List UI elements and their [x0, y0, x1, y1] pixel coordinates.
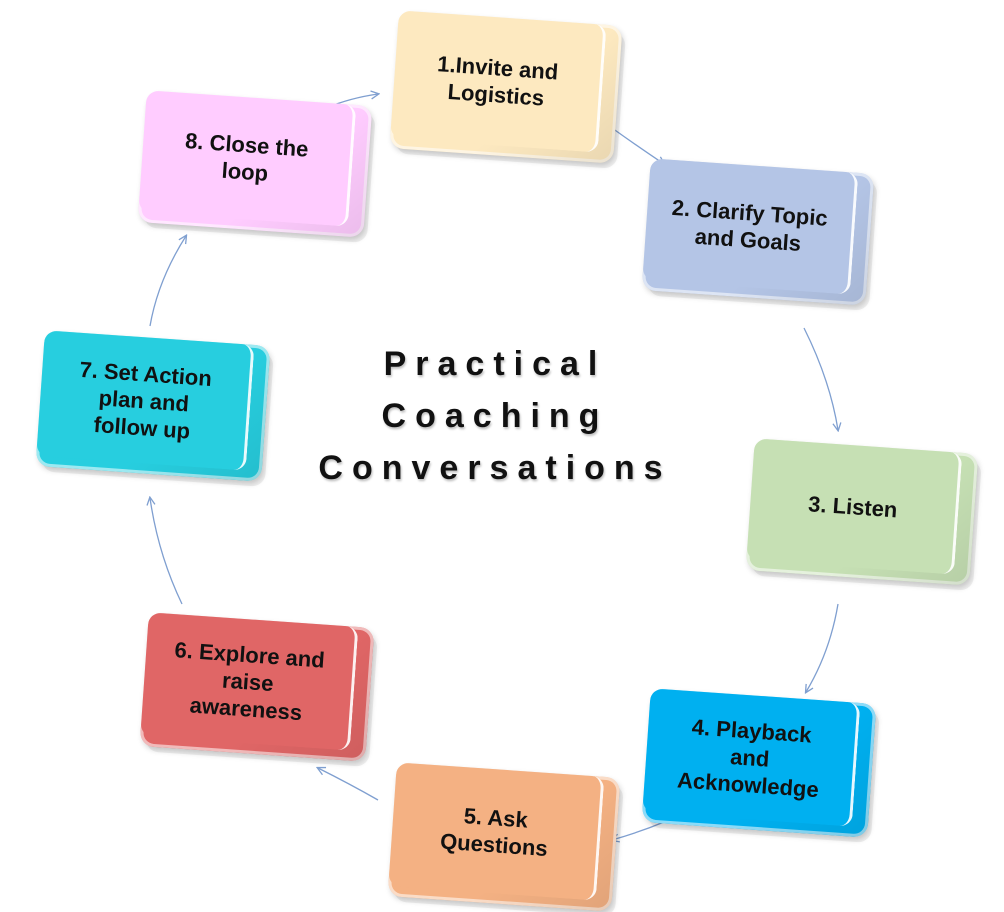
step-6-box: 6. Explore and raise awareness [139, 612, 375, 762]
arrow-step4-to-step5 [612, 821, 665, 840]
arrow-step3-to-step4 [806, 603, 839, 692]
step-4-label: 4. Playback and Acknowledge [676, 713, 820, 802]
arrow-step7-to-step8 [149, 236, 186, 327]
step-8-box: 8. Close the loop [137, 90, 373, 238]
step-4-box: 4. Playback and Acknowledge [641, 688, 877, 838]
title-line-1: Practical [383, 345, 607, 383]
step-7-box-face: 7. Set Action plan and follow up [36, 330, 255, 471]
arrow-step5-to-step6 [318, 768, 379, 801]
step-5-label: 5. Ask Questions [439, 803, 549, 862]
step-3-box: 3. Listen [745, 438, 979, 586]
title-line-3: Conversations [318, 449, 672, 487]
step-2-box: 2. Clarify Topic and Goals [641, 158, 875, 306]
step-6-box-face: 6. Explore and raise awareness [140, 612, 359, 751]
step-5-box: 5. Ask Questions [387, 762, 621, 912]
step-3-box-face: 3. Listen [746, 438, 963, 575]
step-3-label: 3. Listen [807, 490, 899, 522]
title-line-2: Coaching [381, 397, 609, 435]
step-7-label: 7. Set Action plan and follow up [78, 356, 213, 444]
step-6-label: 6. Explore and raise awareness [173, 636, 326, 725]
step-8-box-face: 8. Close the loop [138, 90, 357, 227]
step-8-label: 8. Close the loop [184, 128, 310, 186]
step-2-box-face: 2. Clarify Topic and Goals [642, 158, 859, 295]
step-1-label: 1.Invite and Logistics [436, 51, 560, 111]
step-5-box-face: 5. Ask Questions [388, 762, 605, 901]
arrow-step1-to-step2 [611, 127, 664, 164]
arrow-step6-to-step7 [150, 498, 183, 605]
step-1-box: 1.Invite and Logistics [389, 10, 623, 164]
step-7-box: 7. Set Action plan and follow up [35, 330, 271, 482]
diagram-title: Practical Coaching Conversations [280, 338, 710, 494]
step-2-label: 2. Clarify Topic and Goals [671, 194, 829, 256]
step-1-box-face: 1.Invite and Logistics [390, 10, 607, 153]
step-4-box-face: 4. Playback and Acknowledge [642, 688, 861, 827]
arrow-step2-to-step3 [803, 327, 838, 430]
